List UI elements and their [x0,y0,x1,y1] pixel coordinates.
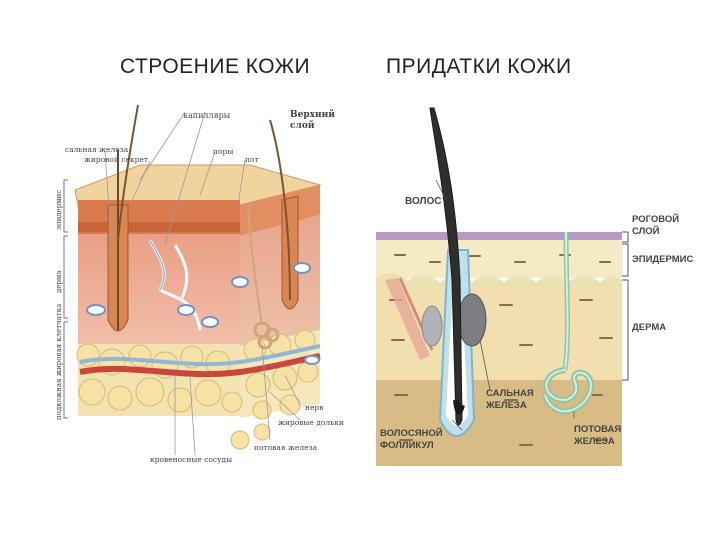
label-hair: пот [245,155,259,164]
title-skin-appendages: ПРИДАТКИ КОЖИ [386,55,572,78]
label-epidermis: эпидермис [55,190,63,230]
blood-vessel-red [79,353,321,378]
label-sweat-secretion: жировой секрет [84,155,148,164]
label-nerve: нерв [305,403,323,412]
nerve-receptors [86,262,320,365]
label-blood-vessels: кровеносные сосуды [150,455,232,464]
label-top-layer: Верхний слой [290,109,338,131]
label-subcutaneous: подкожная жировая клетчатка [55,304,63,420]
label-sweat-gland: потовая железа [254,443,318,452]
label-capillaries: капилляры [183,111,231,120]
blood-vessel-blue [79,344,321,367]
label-top-layer-1: Верхний [290,109,335,120]
label-pores: поры [213,147,233,156]
label-sebaceous-gland: сальная железа [65,145,129,154]
label-dermis: дерма [55,270,63,293]
label-fat-cells: жировые дольки [278,418,344,427]
title-skin-structure: СТРОЕНИЕ КОЖИ [120,55,311,78]
label-top-layer-2: слой [290,120,315,131]
